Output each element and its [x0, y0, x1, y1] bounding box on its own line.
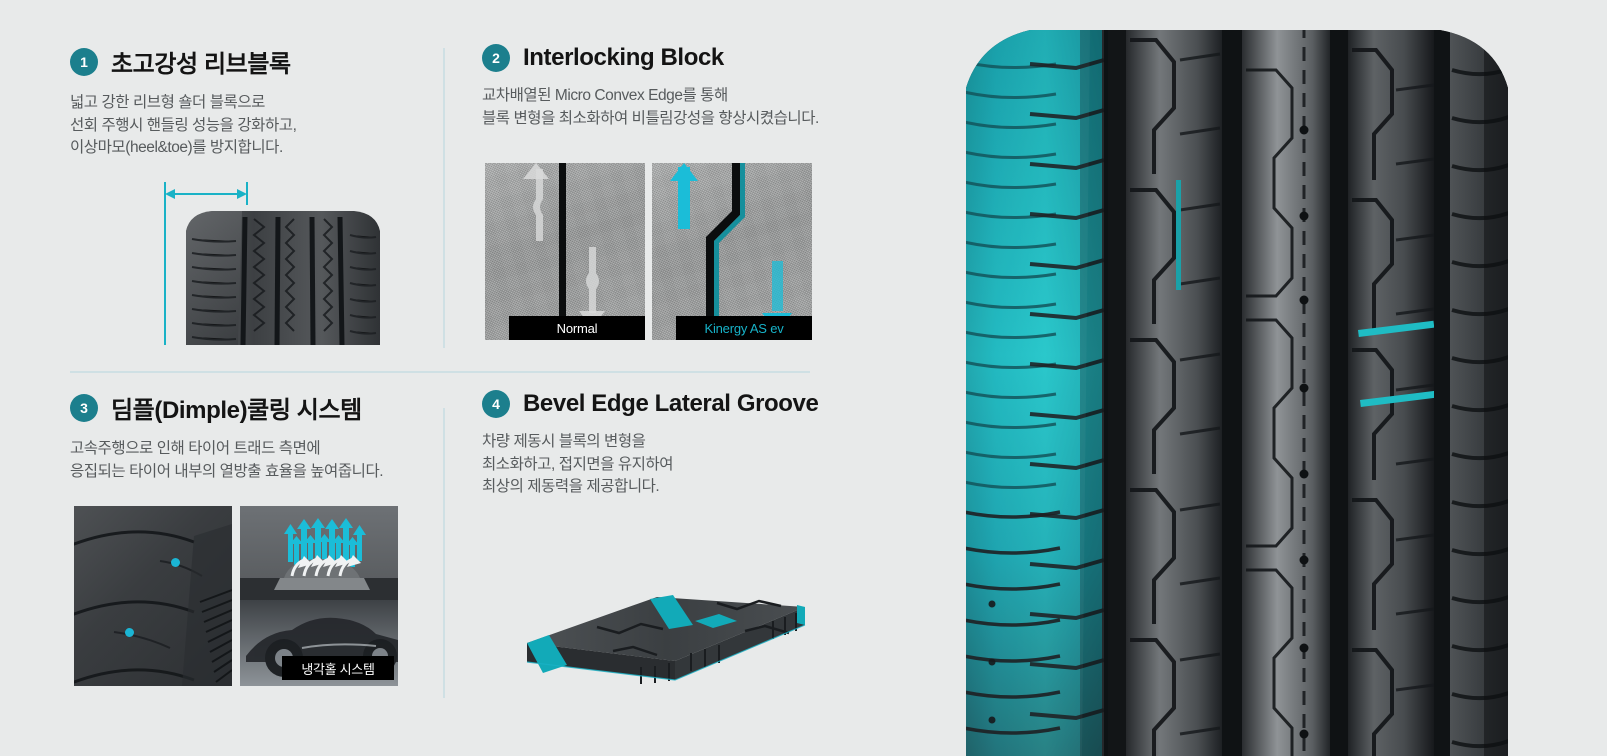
cooling-hole-diagram: 냉각홀 시스템	[240, 506, 398, 686]
feature-4-description: 차량 제동시 블록의 변형을 최소화하고, 접지면을 유지하여 최상의 제동력을…	[482, 433, 674, 495]
feature-4-header: 4 Bevel Edge Lateral Groove	[482, 390, 882, 418]
feature-1-description: 넓고 강한 리브형 숄더 블록으로 선회 주행시 핸들링 성능을 강화하고, 이…	[70, 94, 297, 156]
feature-block-3: 3 딤플(Dimple)쿨링 시스템 고속주행으로 인해 타이어 트래드 측면에…	[70, 390, 420, 483]
comparison-kinergy-image: Kinergy AS ev	[652, 163, 812, 340]
feature-2-header: 2 Interlocking Block	[482, 44, 882, 72]
feature-1-badge: 1	[70, 47, 98, 76]
cooling-hole-caption: 냉각홀 시스템	[282, 656, 394, 680]
feature-3-badge: 3	[70, 393, 98, 422]
feature-3-title: 딤플(Dimple)쿨링 시스템	[111, 397, 362, 424]
feature-2-description: 교차배열된 Micro Convex Edge를 통해 블록 변형을 최소화하여…	[482, 87, 819, 127]
comparison-kinergy-caption: Kinergy AS ev	[676, 316, 812, 340]
bevel-edge-block-3d	[505, 555, 825, 685]
feature-4-title: Bevel Edge Lateral Groove	[523, 390, 819, 417]
feature-2-title: Interlocking Block	[523, 44, 724, 71]
dimple-point-2-icon	[125, 628, 134, 637]
horizontal-divider	[70, 371, 810, 373]
vertical-divider-bottom	[443, 408, 445, 698]
feature-4-badge: 4	[482, 390, 510, 418]
dimple-tread-photo	[74, 506, 232, 686]
comparison-normal-caption: Normal	[509, 316, 645, 340]
dimple-point-1-icon	[171, 558, 180, 567]
feature-2-badge: 2	[482, 44, 510, 72]
feature-block-1: 1 초고강성 리브블록 넓고 강한 리브형 숄더 블록으로 선회 주행시 핸들링…	[70, 44, 420, 160]
feature-block-4: 4 Bevel Edge Lateral Groove 차량 제동시 블록의 변…	[482, 390, 882, 499]
feature-1-header: 1 초고강성 리브블록	[70, 44, 420, 79]
feature-3-description: 고속주행으로 인해 타이어 트래드 측면에 응집되는 타이어 내부의 열방출 효…	[70, 440, 384, 480]
feature-3-header: 3 딤플(Dimple)쿨링 시스템	[70, 390, 420, 425]
vertical-divider-top	[443, 48, 445, 348]
tire-hero-image: 1 2 4 3	[880, 0, 1607, 756]
comparison-normal-image: Normal	[485, 163, 645, 340]
feature-list-panel: 1 초고강성 리브블록 넓고 강한 리브형 숄더 블록으로 선회 주행시 핸들링…	[70, 44, 882, 698]
feature-1-title: 초고강성 리브블록	[111, 51, 291, 78]
feature-block-2: 2 Interlocking Block 교차배열된 Micro Convex …	[482, 44, 882, 130]
feature-1-tire-photo	[172, 205, 394, 345]
